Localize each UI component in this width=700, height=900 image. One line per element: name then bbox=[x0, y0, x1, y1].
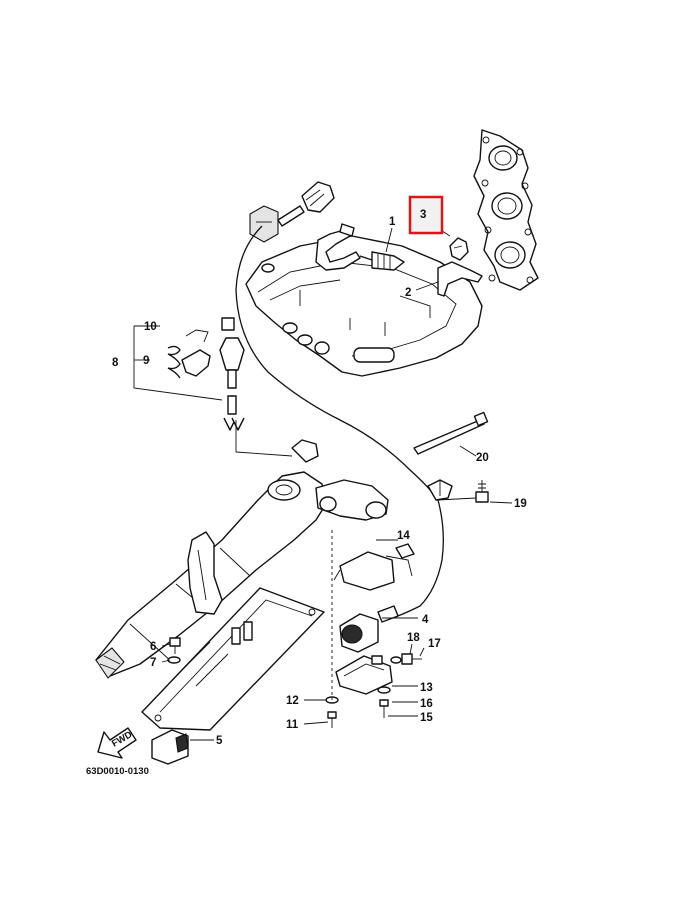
callout-11: 11 bbox=[286, 719, 299, 731]
fwd-arrow-icon bbox=[97, 727, 137, 759]
thermo-switch bbox=[315, 223, 405, 271]
callout-5: 5 bbox=[216, 735, 223, 747]
cylinder-gasket bbox=[473, 129, 539, 291]
callout-13: 13 bbox=[420, 682, 433, 694]
wire-harness bbox=[235, 225, 444, 621]
drawing-code: 63D0010-0130 bbox=[86, 766, 149, 777]
callout-14: 14 bbox=[397, 530, 410, 542]
callout-19: 19 bbox=[514, 498, 527, 510]
washer-16 bbox=[377, 686, 391, 694]
bottom-plate bbox=[141, 587, 325, 731]
throttle-lever bbox=[187, 531, 223, 615]
washer-18 bbox=[390, 656, 402, 664]
bolt-19 bbox=[475, 480, 489, 503]
callout-18: 18 bbox=[407, 632, 420, 644]
screw-15 bbox=[379, 699, 389, 718]
callout-8: 8 bbox=[112, 357, 119, 369]
washer-7 bbox=[167, 656, 181, 664]
cowling-grommet bbox=[249, 181, 335, 243]
callout-10: 10 bbox=[144, 321, 157, 333]
stop-switch-group bbox=[133, 317, 245, 431]
bottom-cowling bbox=[245, 235, 483, 377]
cable-tie bbox=[413, 411, 489, 455]
callout-6: 6 bbox=[150, 641, 156, 653]
callout-15: 15 bbox=[420, 712, 433, 724]
bolt-6 bbox=[169, 637, 181, 654]
wire-clamp bbox=[427, 479, 453, 501]
key-switch-4 bbox=[339, 605, 399, 653]
bolt-11 bbox=[327, 711, 337, 728]
callout-17: 17 bbox=[428, 638, 441, 650]
callout-7: 7 bbox=[150, 657, 156, 669]
callout-16: 16 bbox=[420, 698, 433, 710]
callout-20: 20 bbox=[476, 452, 489, 464]
cover-14 bbox=[333, 543, 415, 591]
switch-clip bbox=[437, 237, 483, 297]
callout-4: 4 bbox=[422, 614, 429, 626]
callout-12: 12 bbox=[286, 695, 299, 707]
callout-3: 3 bbox=[420, 209, 426, 221]
callout-2: 2 bbox=[405, 287, 411, 299]
relay-5 bbox=[151, 729, 189, 765]
callout-1: 1 bbox=[389, 216, 396, 228]
screw-17 bbox=[401, 653, 422, 665]
callout-9: 9 bbox=[143, 355, 149, 367]
highlight-box bbox=[408, 195, 444, 235]
bracket-connector bbox=[235, 420, 319, 463]
holder-13 bbox=[335, 655, 393, 695]
